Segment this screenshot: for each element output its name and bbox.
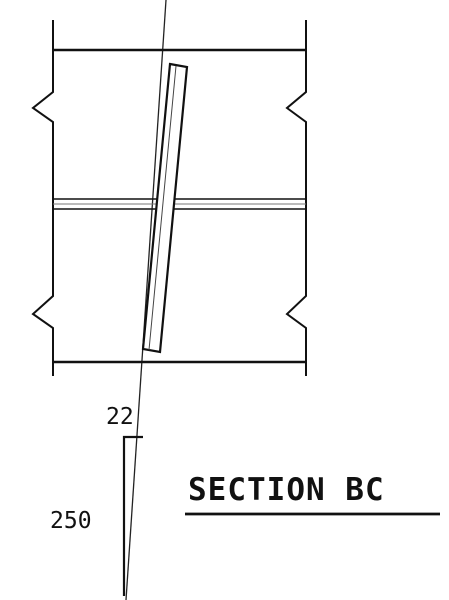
horizontal-joint (53, 198, 306, 210)
dimension-bracket (122, 435, 143, 596)
section-title: SECTION BC (188, 472, 385, 508)
dimension-label-top: 22 (106, 404, 134, 430)
slanted-bar (141, 62, 189, 354)
left-break-edge (31, 20, 54, 376)
dimension-label-side: 250 (50, 508, 92, 534)
right-break-edge (285, 20, 307, 376)
bar-axis-line (125, 0, 167, 600)
